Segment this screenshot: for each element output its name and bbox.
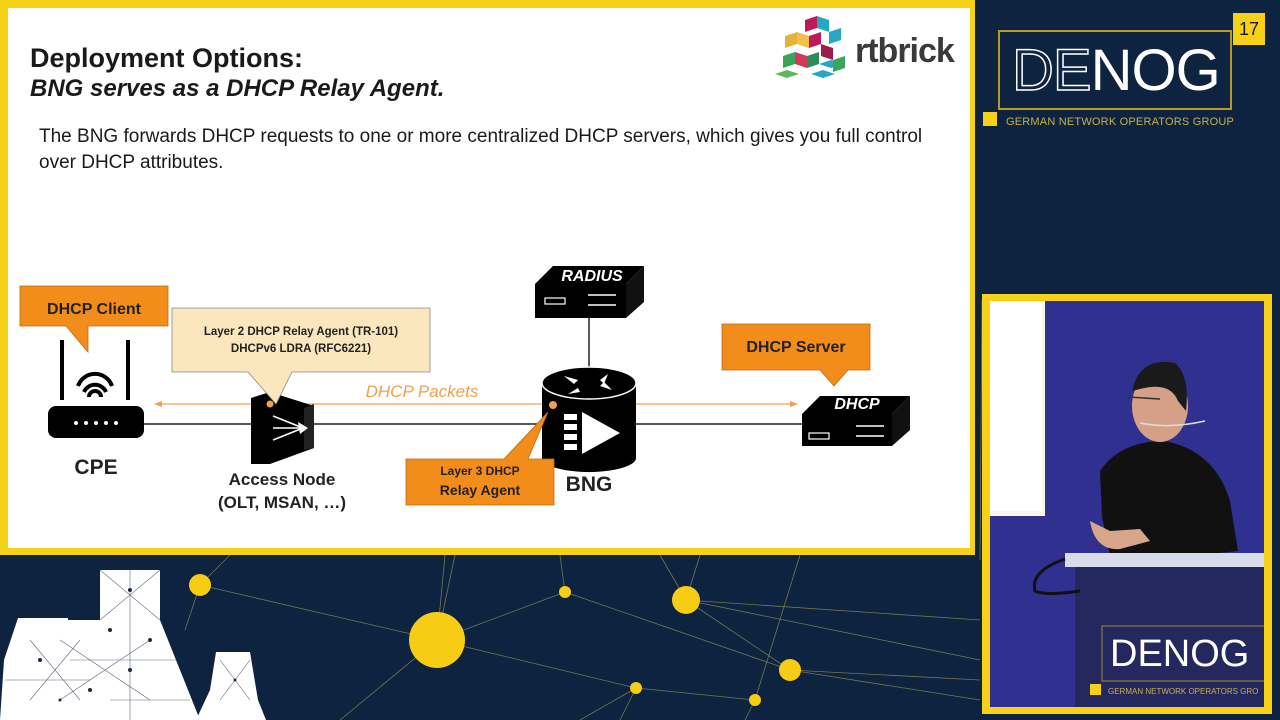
layer3-relay-callout-line2: Relay Agent	[440, 482, 521, 498]
denog-tagline: GERMAN NETWORK OPERATORS GROUP	[1006, 116, 1235, 128]
access-node-label: Access Node	[229, 470, 336, 489]
bng-router-icon	[541, 366, 637, 472]
slide-body-text: The BNG forwards DHCP requests to one or…	[39, 126, 923, 173]
slide: Deployment Options: BNG serves as a DHCP…	[8, 8, 970, 548]
bng-label: BNG	[566, 473, 613, 496]
access-node-relay-point	[266, 400, 274, 408]
bng-relay-point	[549, 401, 557, 409]
dhcp-server-callout-text: DHCP Server	[746, 339, 845, 356]
podium-tagline: GERMAN NETWORK OPERATORS GRO	[1108, 687, 1258, 696]
podium-logo-text: DENOG	[1110, 633, 1249, 675]
denog-accent-square	[983, 112, 997, 126]
radius-server-icon	[535, 266, 644, 318]
dhcp-client-callout-text: DHCP Client	[47, 301, 142, 318]
denog-logo-suffix: NOG	[1090, 38, 1221, 103]
speaker-video-frame: DENOG GERMAN NETWORK OPERATORS GRO	[982, 294, 1272, 714]
dhcp-client-callout: DHCP Client	[19, 285, 169, 354]
speaker-video: DENOG GERMAN NETWORK OPERATORS GRO	[990, 301, 1264, 707]
dhcp-server-callout: DHCP Server	[721, 323, 871, 387]
slide-subtitle: BNG serves as a DHCP Relay Agent.	[30, 75, 445, 102]
denog-logo: DENOG	[998, 30, 1232, 110]
dhcp-server-device-label: DHCP	[834, 396, 880, 413]
denog-edition-badge: 17	[1233, 13, 1265, 45]
access-node-sublabel: (OLT, MSAN, …)	[218, 493, 346, 512]
cpe-router-icon	[48, 340, 144, 438]
denog-logo-prefix: DE	[1011, 37, 1092, 104]
denog-logo-text: DENOG	[1011, 37, 1221, 104]
cpe-label: CPE	[74, 456, 117, 479]
rtbrick-logo: rtbrick	[775, 16, 960, 86]
network-diagram: DHCP Packets CPE	[19, 266, 910, 512]
layer2-relay-callout-line2: DHCPv6 LDRA (RFC6221)	[231, 343, 371, 355]
dhcp-packets-label: DHCP Packets	[366, 382, 479, 401]
rtbrick-cube-logo-icon	[775, 16, 845, 78]
dhcp-packets-flow-arrow	[154, 401, 798, 407]
layer2-relay-callout-line1: Layer 2 DHCP Relay Agent (TR-101)	[204, 326, 398, 338]
dhcp-server-icon	[802, 396, 910, 446]
speaker-video-scene: DENOG GERMAN NETWORK OPERATORS GRO	[990, 301, 1264, 707]
layer3-relay-callout: Layer 3 DHCP Relay Agent	[405, 411, 555, 506]
access-node-switch-icon	[251, 392, 314, 464]
layer2-relay-callout: Layer 2 DHCP Relay Agent (TR-101) DHCPv6…	[171, 307, 431, 405]
rtbrick-logo-text: rtbrick	[855, 32, 955, 70]
slide-title: Deployment Options:	[30, 43, 304, 73]
layer3-relay-callout-line1: Layer 3 DHCP	[440, 464, 519, 478]
slide-frame: Deployment Options: BNG serves as a DHCP…	[0, 0, 975, 555]
radius-label: RADIUS	[561, 268, 623, 285]
